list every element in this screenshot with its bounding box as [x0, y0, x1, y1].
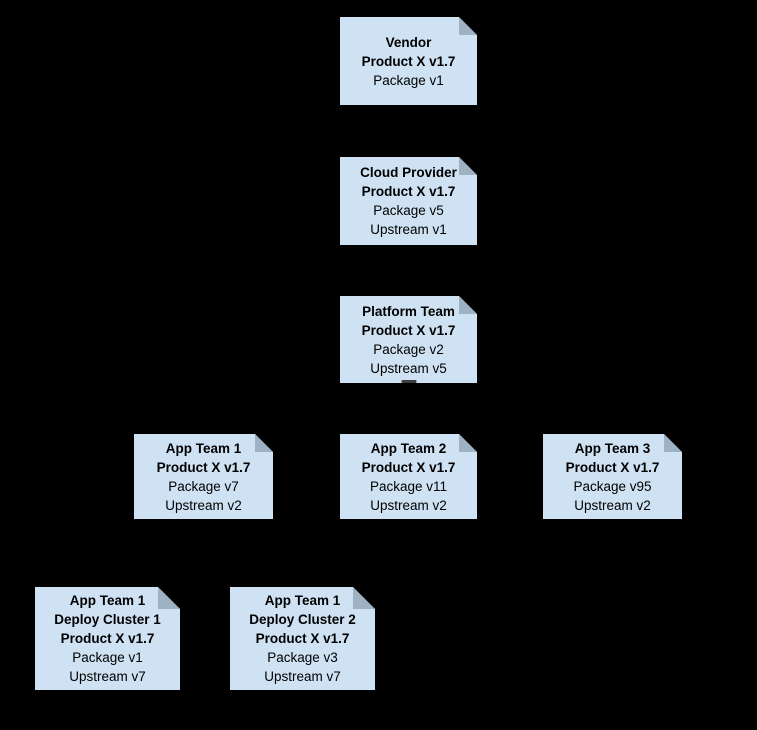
- node-product: Product X v1.7: [156, 459, 251, 475]
- node-text: App Team 1 Deploy Cluster 1 Product X v1…: [35, 591, 180, 686]
- folded-corner-icon: [158, 587, 180, 609]
- node-upstream-version: Upstream v7: [69, 669, 146, 684]
- node-title: Platform Team: [362, 303, 455, 319]
- node-package-version: Package v7: [168, 478, 239, 494]
- node-text: App Team 1 Deploy Cluster 2 Product X v1…: [230, 591, 375, 686]
- node-title: App Team 1: [165, 440, 242, 456]
- node-subtitle: Deploy Cluster 1: [54, 612, 161, 627]
- node-package-version: Package v11: [369, 478, 448, 494]
- node-text: Platform Team Product X v1.7 Package v2 …: [340, 302, 477, 378]
- node-title: App Team 1: [69, 593, 146, 608]
- folded-corner-icon: [459, 296, 477, 314]
- node-product: Product X v1.7: [361, 184, 456, 199]
- node-app-team-1: App Team 1 Product X v1.7 Package v7 Ups…: [134, 434, 273, 519]
- node-text: App Team 2 Product X v1.7 Package v11 Up…: [340, 439, 477, 515]
- node-text: Cloud Provider Product X v1.7 Package v5…: [340, 163, 477, 239]
- node-upstream-version: Upstream v1: [370, 222, 447, 237]
- node-vendor: Vendor Product X v1.7 Package v1: [340, 17, 477, 105]
- node-package-version: Package v95: [573, 478, 652, 494]
- node-cloud-provider: Cloud Provider Product X v1.7 Package v5…: [340, 157, 477, 245]
- node-text: App Team 1 Product X v1.7 Package v7 Ups…: [134, 439, 273, 515]
- node-subtitle: Deploy Cluster 2: [249, 612, 356, 627]
- node-product: Product X v1.7: [361, 459, 456, 475]
- node-platform-team: Platform Team Product X v1.7 Package v2 …: [340, 296, 477, 383]
- folded-corner-icon: [459, 17, 477, 35]
- node-app-team-1-deploy-cluster-2: App Team 1 Deploy Cluster 2 Product X v1…: [230, 587, 375, 690]
- folded-corner-icon: [353, 587, 375, 609]
- node-product: Product X v1.7: [255, 631, 350, 646]
- node-product: Product X v1.7: [60, 631, 155, 646]
- folded-corner-icon: [664, 434, 682, 452]
- node-text: Vendor Product X v1.7 Package v1: [340, 33, 477, 90]
- node-product: Product X v1.7: [565, 459, 660, 475]
- node-title: App Team 1: [264, 593, 341, 608]
- folded-corner-icon: [459, 157, 477, 175]
- node-package-version: Package v1: [373, 72, 444, 88]
- node-text: App Team 3 Product X v1.7 Package v95 Up…: [543, 439, 682, 515]
- node-app-team-1-deploy-cluster-1: App Team 1 Deploy Cluster 1 Product X v1…: [35, 587, 180, 690]
- node-product: Product X v1.7: [361, 53, 456, 69]
- node-upstream-version: Upstream v2: [370, 497, 447, 513]
- node-package-version: Package v2: [373, 341, 444, 357]
- node-title: App Team 2: [370, 440, 447, 456]
- node-upstream-version: Upstream v2: [165, 497, 242, 513]
- node-package-version: Package v3: [267, 650, 338, 665]
- node-upstream-version: Upstream v5: [370, 360, 447, 376]
- node-upstream-version: Upstream v7: [264, 669, 341, 684]
- folded-corner-icon: [459, 434, 477, 452]
- node-title: App Team 3: [574, 440, 651, 456]
- node-title: Vendor: [385, 34, 432, 50]
- folded-corner-icon: [255, 434, 273, 452]
- node-package-version: Package v5: [373, 203, 444, 218]
- node-app-team-3: App Team 3 Product X v1.7 Package v95 Up…: [543, 434, 682, 519]
- node-app-team-2: App Team 2 Product X v1.7 Package v11 Up…: [340, 434, 477, 519]
- node-product: Product X v1.7: [361, 322, 456, 338]
- node-upstream-version: Upstream v2: [574, 497, 651, 513]
- node-title: Cloud Provider: [360, 165, 457, 180]
- clipped-text-fragment: [401, 380, 416, 383]
- node-package-version: Package v1: [72, 650, 143, 665]
